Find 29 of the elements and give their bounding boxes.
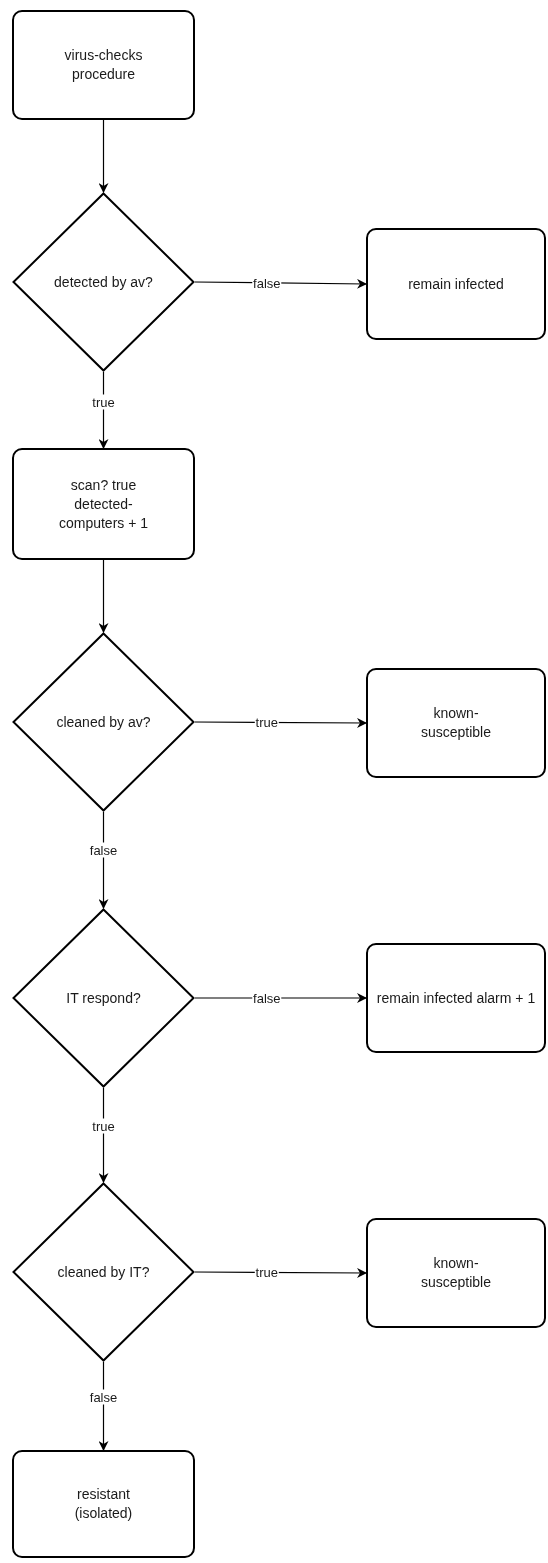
node-text: resistant (isolated) xyxy=(73,1485,134,1523)
node-text: IT respond? xyxy=(66,988,141,1008)
node-text: known-susceptible xyxy=(419,1254,492,1292)
arrow xyxy=(194,993,367,1003)
decision-diamond xyxy=(12,908,195,1088)
edge-label: true xyxy=(91,394,116,410)
decision-diamond xyxy=(12,1182,195,1362)
process-box xyxy=(366,668,546,778)
decision-diamond xyxy=(12,632,195,812)
arrow xyxy=(98,119,109,193)
node-text: cleaned by IT? xyxy=(57,1262,150,1282)
process-box xyxy=(12,1450,195,1558)
process-box xyxy=(366,1218,546,1328)
process-box xyxy=(12,10,195,120)
node-text: virus-checks procedure xyxy=(63,46,144,84)
node-text: cleaned by av? xyxy=(56,712,151,732)
arrow xyxy=(98,559,109,633)
process-box xyxy=(12,448,195,560)
edge-label: false xyxy=(88,842,119,858)
decision-diamond xyxy=(12,192,195,372)
edge-label: false xyxy=(88,1389,119,1405)
node-text: remain infected xyxy=(408,274,504,294)
node-text: detected by av? xyxy=(54,272,153,292)
node-text: remain infected alarm + 1 xyxy=(376,988,536,1008)
node-text: scan? true detected-computers + 1 xyxy=(57,475,150,533)
process-box xyxy=(366,943,546,1053)
edge-label: true xyxy=(91,1118,116,1134)
node-text: known-susceptible xyxy=(419,704,492,742)
process-box xyxy=(366,228,546,340)
